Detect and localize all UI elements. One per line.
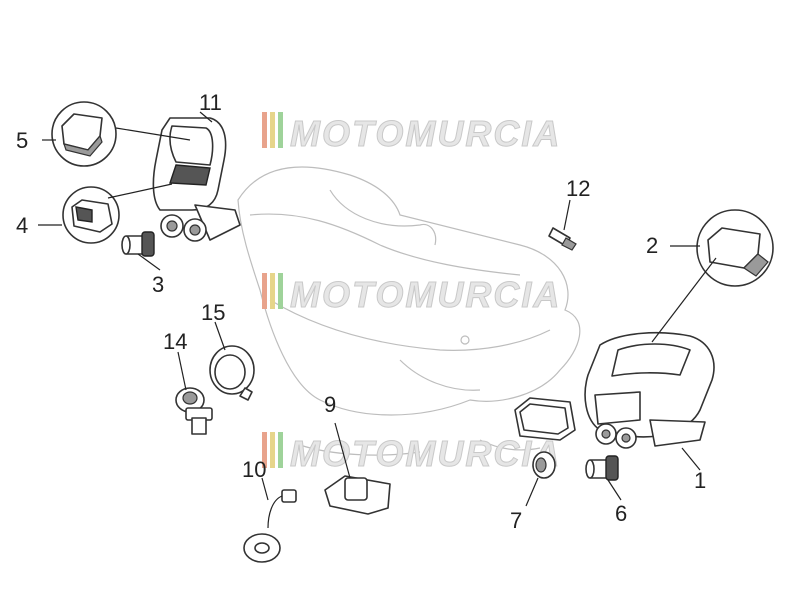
part-2-switch-button-detail <box>696 209 774 287</box>
callout-15: 15 <box>201 300 225 325</box>
watermark-text: MOTOMURCIA <box>290 113 561 154</box>
part-9-bracket <box>324 475 391 515</box>
watermark-bottom: MOTOMURCIA <box>262 432 561 475</box>
dashboard-lens-part <box>514 397 576 441</box>
part-14-ignition-switch <box>175 387 213 435</box>
callout-14: 14 <box>163 329 187 354</box>
part-10-sensor <box>243 489 297 563</box>
callout-4: 4 <box>16 213 28 238</box>
callout-9: 9 <box>324 392 336 417</box>
part-6-switch <box>585 455 619 481</box>
callout-10: 10 <box>242 457 266 482</box>
callout-2: 2 <box>646 233 658 258</box>
handlebar-cover-outline <box>237 166 581 456</box>
watermark-text: MOTOMURCIA <box>290 274 561 315</box>
part-3-small-switch <box>121 231 155 257</box>
watermark-text: MOTOMURCIA <box>290 433 561 474</box>
callout-labels: 1 2 3 4 5 6 7 9 10 11 12 14 15 <box>16 90 706 533</box>
callout-3: 3 <box>152 272 164 297</box>
part-15-ignition-ring <box>209 345 255 401</box>
part-12-bulb <box>548 227 577 251</box>
part-7-knob <box>532 451 556 479</box>
part-1-right-switch-housing <box>584 332 715 449</box>
callout-5: 5 <box>16 128 28 153</box>
leader-lines <box>38 111 717 507</box>
part-4-switch-detail <box>62 186 120 244</box>
callout-1: 1 <box>694 468 706 493</box>
callout-12: 12 <box>566 176 590 201</box>
callout-11: 11 <box>199 90 222 115</box>
callout-7: 7 <box>510 508 522 533</box>
watermark-middle: MOTOMURCIA <box>262 273 561 316</box>
callout-6: 6 <box>615 501 627 526</box>
part-11-left-switch-housing <box>152 117 241 242</box>
watermark-top: MOTOMURCIA <box>262 112 561 155</box>
part-5-switch-button-detail <box>51 101 117 167</box>
